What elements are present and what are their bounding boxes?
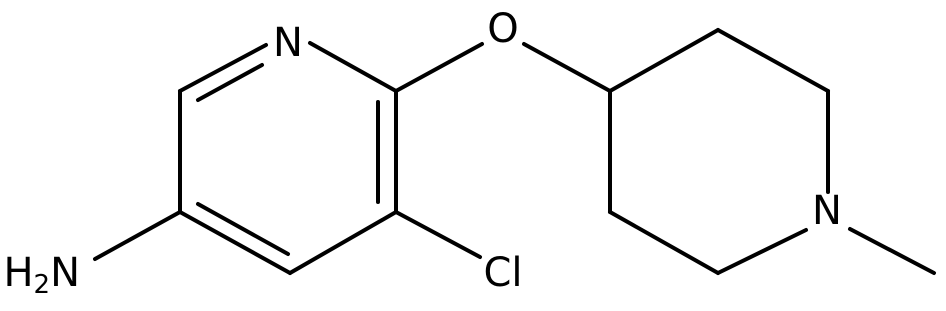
bond-c6-n1 <box>308 41 398 93</box>
piperidine-ring <box>608 28 936 275</box>
bond-c6-c5prime <box>608 210 720 275</box>
ether-oxygen-label: O <box>487 6 518 52</box>
bond-n1-c2-inner <box>196 63 264 102</box>
bond-c3-c2prime <box>716 28 830 93</box>
bond-oxygen-c4prime <box>522 42 612 93</box>
amine-label: H2N <box>3 250 80 300</box>
bond-c4-c5 <box>288 210 398 275</box>
pyridine-nitrogen-label: N <box>273 20 303 66</box>
bond-c4-c3prime <box>608 28 720 93</box>
amine-subscript: 2 <box>34 270 51 300</box>
bond-n1-c2 <box>178 43 268 93</box>
bond-c5-chlorine <box>394 210 482 259</box>
bond-c6-oxygen <box>394 42 484 93</box>
piperidine-nitrogen-label: N <box>812 188 842 234</box>
chlorine-label: Cl <box>483 250 522 296</box>
bond-c3-c4 <box>178 210 292 275</box>
amine-hydrogen: H <box>3 250 33 296</box>
bond-n1-c6prime <box>716 228 808 275</box>
substituent-bonds <box>93 42 612 261</box>
bond-n-methyl <box>848 227 936 275</box>
atom-labels: N O Cl H2N N <box>3 6 842 300</box>
pyridine-ring <box>178 41 398 275</box>
bond-c3-c4-inner <box>196 202 290 256</box>
amine-nitrogen: N <box>50 250 80 296</box>
bond-c3-amine <box>93 210 182 261</box>
